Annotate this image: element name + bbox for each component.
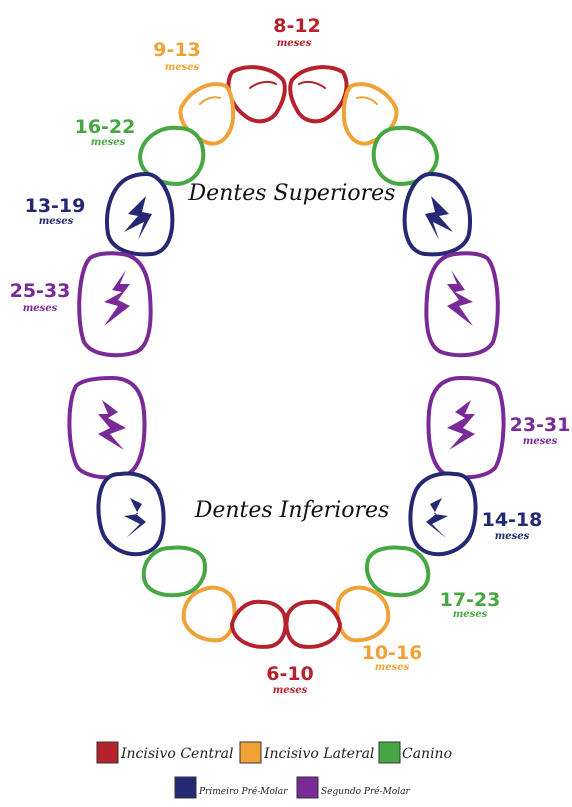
legend-swatch-first-premolar — [174, 776, 197, 799]
legend-label-first-premolar: Primeiro Pré-Molar — [198, 786, 288, 797]
lower-canine-right — [365, 545, 431, 598]
lower-canine-range: 17-23 — [440, 589, 501, 611]
lower-first-premolar-unit: meses — [495, 531, 530, 542]
upper-lateral-range: 9-13 — [153, 39, 201, 61]
upper-central-incisor-right — [288, 65, 349, 124]
legend-label-central: Incisivo Central — [120, 746, 233, 762]
upper-second-premolar-fissure-right — [447, 270, 473, 326]
lower-second-premolar-right — [426, 376, 506, 480]
upper-central-cusp-left — [249, 80, 277, 89]
upper-lateral-incisor-right — [341, 82, 399, 146]
legend-swatch-second-premolar — [296, 776, 319, 799]
lower-second-premolar-unit: meses — [523, 436, 558, 447]
lower-second-premolar-fissure-left — [98, 400, 126, 450]
lower-second-premolar-range: 23-31 — [510, 414, 571, 436]
upper-central-cusp-right — [298, 80, 326, 89]
upper-jaw-label: Dentes Superiores — [188, 181, 396, 206]
lower-first-premolar-left — [96, 471, 166, 557]
upper-second-premolar-unit: meses — [23, 303, 58, 314]
lower-first-premolar-right — [408, 471, 478, 557]
lower-central-incisor-right — [284, 599, 342, 649]
lower-lateral-incisor-left — [181, 585, 237, 643]
lower-lateral-unit: meses — [375, 662, 410, 673]
lower-second-premolar-left — [67, 376, 147, 480]
upper-first-premolar-fissure-left — [124, 196, 152, 240]
upper-canine-right — [371, 125, 439, 186]
lower-central-range: 6-10 — [266, 663, 314, 685]
upper-second-premolar-fissure-left — [104, 270, 130, 326]
legend-swatch-lateral — [239, 741, 262, 764]
upper-first-premolar-fissure-right — [425, 196, 453, 240]
legend-label-lateral: Incisivo Lateral — [263, 746, 374, 762]
upper-central-range: 8-12 — [273, 15, 321, 37]
upper-first-premolar-unit: meses — [39, 216, 74, 227]
lower-first-premolar-range: 14-18 — [482, 509, 543, 531]
lower-canine-unit: meses — [453, 609, 488, 620]
upper-canine-left — [138, 125, 206, 186]
lower-canine-left — [141, 545, 207, 598]
upper-first-premolar-range: 13-19 — [25, 195, 86, 217]
lower-lateral-incisor-right — [335, 585, 391, 643]
upper-central-unit: meses — [277, 38, 312, 49]
upper-lateral-cusp-right — [356, 96, 378, 105]
legend-label-canine: Canino — [402, 746, 452, 762]
lower-first-premolar-fissure-left — [124, 498, 146, 538]
lower-lateral-range: 10-16 — [362, 642, 423, 664]
upper-central-incisor-left — [226, 65, 287, 124]
upper-lateral-incisor-left — [178, 82, 236, 146]
legend-swatch-central — [96, 741, 119, 764]
legend: Incisivo Central Incisivo Lateral Canino… — [96, 741, 452, 799]
lower-second-premolar-fissure-right — [447, 400, 475, 450]
lower-jaw-label: Dentes Inferiores — [194, 498, 390, 523]
upper-second-premolar-range: 25-33 — [10, 280, 71, 302]
upper-lateral-unit: meses — [165, 62, 200, 73]
upper-canine-unit: meses — [91, 137, 126, 148]
lower-first-premolar-fissure-right — [426, 498, 448, 538]
upper-canine-range: 16-22 — [75, 116, 136, 138]
legend-label-second-premolar: Segundo Pré-Molar — [321, 786, 410, 797]
lower-central-unit: meses — [273, 685, 308, 696]
legend-swatch-canine — [378, 741, 401, 764]
lower-central-incisor-left — [230, 599, 288, 649]
upper-lateral-cusp-left — [199, 96, 221, 105]
